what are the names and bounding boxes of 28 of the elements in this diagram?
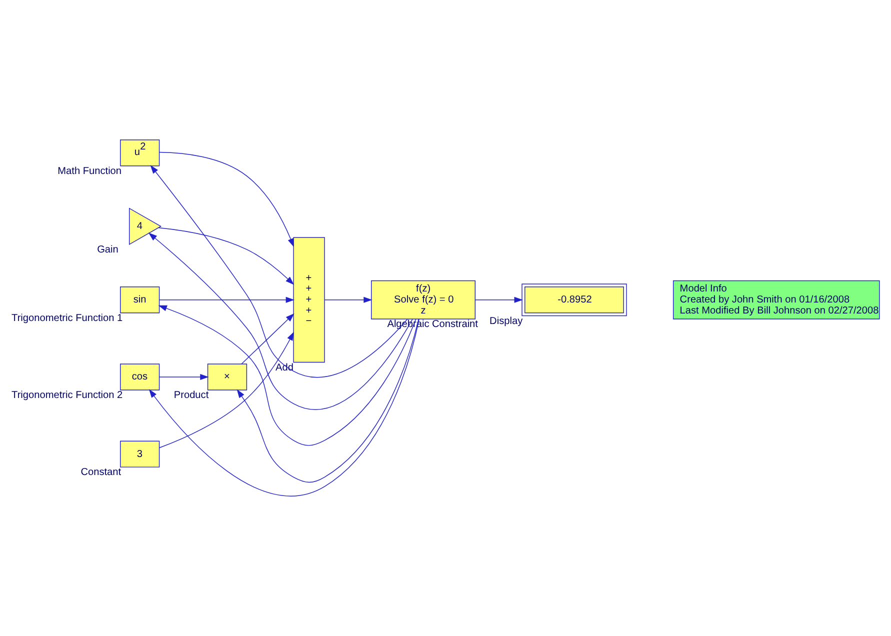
node-box: -0.8952 (522, 284, 627, 316)
node-label: Product (174, 390, 209, 402)
arrow (474, 296, 523, 303)
arrow (148, 318, 420, 496)
node-box: f(z) Solve f(z) = 0 z (371, 280, 476, 320)
node-label: Math Function (58, 166, 122, 177)
node-box: sin (120, 286, 160, 314)
node-label: Gain (97, 244, 118, 256)
arrow (159, 374, 209, 380)
node-label: Display (490, 316, 523, 327)
node-box: + + + + − (293, 237, 325, 363)
node-label: Trigonometric Function 2 (12, 390, 123, 402)
arrow (241, 313, 294, 364)
node-label: Trigonometric Function 1 (12, 312, 123, 324)
arrow (324, 296, 372, 303)
arrow (158, 305, 416, 446)
node-box: Model Info Created by John Smith on 01/16/2008 Last Modified By Bill Johnson on 02/27/2008 (672, 280, 880, 320)
arrow (159, 152, 294, 248)
node-box: 3 (120, 440, 160, 468)
node-box: cos (120, 364, 160, 390)
arrow (148, 232, 413, 410)
arrow (159, 296, 294, 303)
node-box: × (207, 364, 248, 390)
arrow (236, 318, 419, 483)
arrow (158, 227, 294, 285)
arrow (150, 165, 408, 378)
node-label: Constant (80, 467, 122, 478)
arrow (159, 332, 294, 448)
